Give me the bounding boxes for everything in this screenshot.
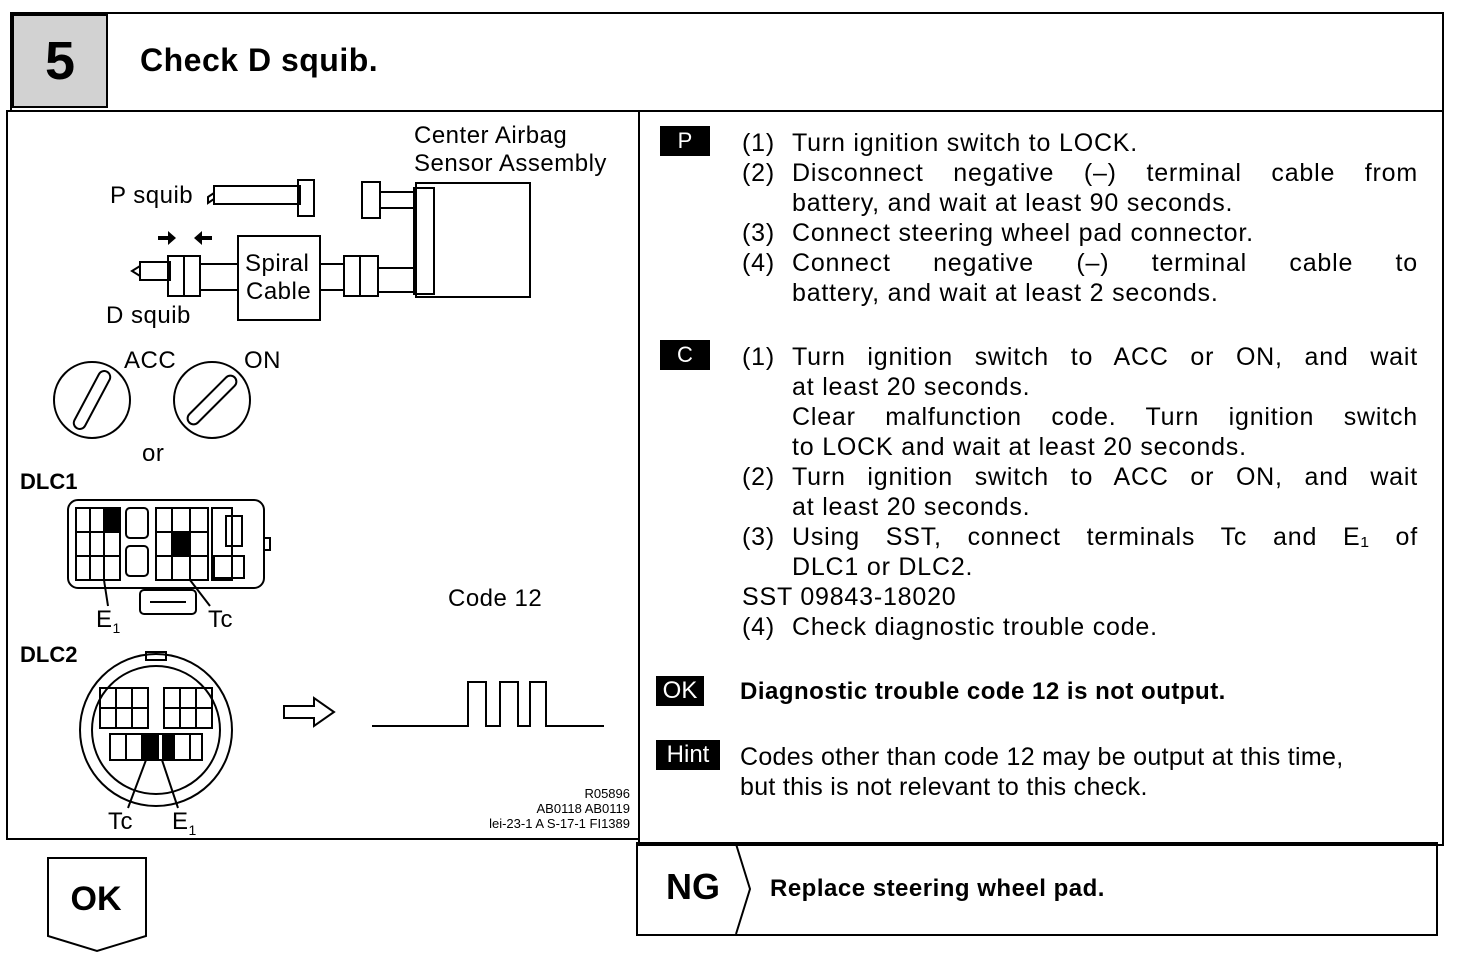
figure-reference: R05896 AB0118 AB0119 lei-23-1 A S-17-1 F…	[489, 786, 630, 831]
ng-remedy-text: Replace steering wheel pad.	[770, 875, 1105, 902]
dlc1-e1-label: E1	[96, 606, 121, 636]
dlc1-connector	[67, 499, 265, 589]
hint-text: Codes other than code 12 may be output a…	[740, 742, 1420, 802]
code-12-waveform	[372, 681, 604, 727]
spiral-cable-box	[237, 235, 321, 321]
sensor-connector	[413, 187, 435, 295]
ref-line: AB0118 AB0119	[536, 801, 631, 816]
instruction-panel	[638, 110, 1444, 846]
hint-line-1: Codes other than code 12 may be output a…	[740, 743, 1344, 771]
acc-label: ACC	[124, 347, 177, 374]
c-step-4: (4) Check diagnostic trouble code.	[742, 613, 1158, 641]
p-badge: P	[660, 126, 710, 156]
arrow-left-icon	[194, 231, 212, 245]
ref-line: lei-23-1 A S-17-1 FI1389	[489, 816, 630, 831]
dlc2-e1-label: E1	[172, 808, 197, 838]
dlc2-label: DLC2	[20, 642, 78, 667]
dlc1-latch	[139, 589, 197, 615]
dlc2-connector	[79, 653, 233, 807]
ok-badge: OK	[656, 676, 704, 706]
ng-divider-chevron	[735, 844, 752, 934]
p-squib-connector	[297, 179, 315, 217]
p-step-3: (3) Connect steering wheel pad connector…	[742, 219, 1254, 247]
or-label: or	[142, 440, 165, 467]
c-step-1: (1) Turn ignition switch to ACC or ON, a…	[742, 343, 1418, 461]
dlc2-e1-terminal	[162, 734, 174, 760]
acc-key-cylinder	[53, 361, 131, 439]
ok-next-label: OK	[70, 880, 122, 918]
hollow-arrow-icon	[283, 696, 336, 728]
arrow-right-icon	[158, 231, 176, 245]
sst-line: SST 09843-18020	[742, 583, 957, 611]
ok-arrow-shape	[47, 857, 147, 953]
on-label: ON	[244, 347, 281, 374]
wiring-diagram	[53, 179, 604, 809]
page-title: Check D squib.	[140, 42, 379, 78]
p-steps: (1) Turn ignition switch to LOCK. (2) Di…	[742, 128, 1418, 308]
on-key-cylinder	[173, 361, 251, 439]
d-squib-label: D squib	[106, 302, 191, 329]
sensor-label-line1: Center Airbag	[414, 122, 568, 149]
c-step-2: (2) Turn ignition switch to ACC or ON, a…	[742, 463, 1418, 521]
dlc2-tc-terminal	[142, 734, 158, 760]
spiral-cable-label-1: Spiral	[245, 250, 310, 277]
hint-line-2: but this is not relevant to this check.	[740, 773, 1148, 801]
step-number: 5	[44, 31, 76, 91]
dlc1-e1-terminal	[104, 508, 120, 532]
ng-box	[636, 842, 1438, 936]
ok-result-text: Diagnostic trouble code 12 is not output…	[740, 678, 1226, 705]
p-step-1: (1) Turn ignition switch to LOCK.	[742, 129, 1139, 157]
ref-line: R05896	[584, 786, 630, 801]
ng-label: NG	[666, 866, 720, 907]
c-step-3: (3) Using SST, connect terminals Tc and …	[742, 523, 1418, 581]
hint-badge: Hint	[656, 740, 720, 770]
dlc1-label: DLC1	[20, 469, 78, 494]
c-steps: (1) Turn ignition switch to ACC or ON, a…	[742, 342, 1418, 642]
sensor-input-connector	[361, 181, 381, 219]
dlc2-tc-label: Tc	[108, 808, 133, 835]
step-number-box: 5	[12, 14, 108, 108]
p-squib-label: P squib	[110, 182, 194, 209]
p-step-2: (2) Disconnect negative (–) terminal cab…	[742, 159, 1418, 217]
p-step-4: (4) Connect negative (–) terminal cable …	[742, 249, 1418, 307]
code-12-label: Code 12	[448, 585, 543, 612]
dlc1-tc-terminal	[172, 532, 190, 556]
sensor-assembly-box	[415, 182, 531, 298]
spiral-cable-label-2: Cable	[246, 278, 312, 305]
c-badge: C	[660, 340, 710, 370]
sensor-label-line2: Sensor Assembly	[414, 150, 607, 177]
dlc1-tc-label: Tc	[208, 606, 233, 633]
